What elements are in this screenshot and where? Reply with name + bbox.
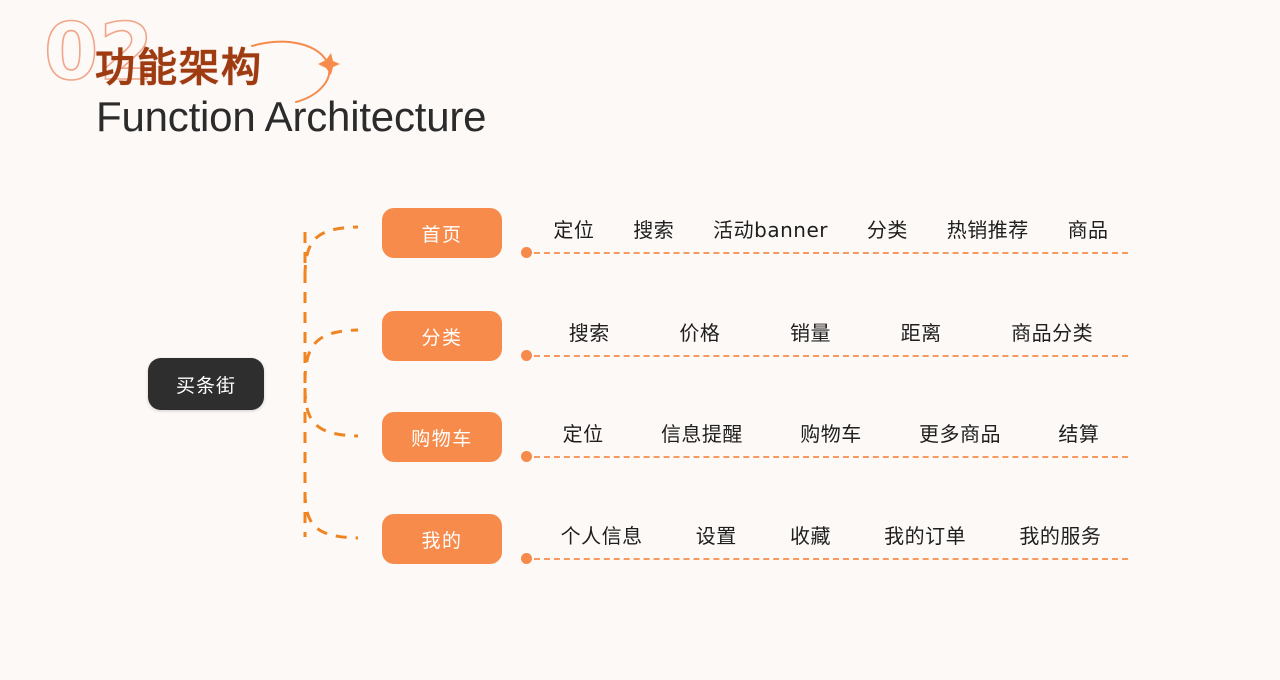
section-number: 02 xyxy=(43,8,155,98)
leaf-item[interactable]: 个人信息 xyxy=(560,523,643,548)
branch-row-1: 首页 定位 搜索 活动banner 分类 热销推荐 商品 xyxy=(0,208,1280,268)
leaf-item[interactable]: 我的服务 xyxy=(1019,523,1102,548)
slide-header: 02 功能架构 Function Architecture xyxy=(0,0,1280,160)
leaf-item[interactable]: 活动banner xyxy=(713,217,828,242)
leaf-item[interactable]: 更多商品 xyxy=(919,421,1002,446)
leaf-connector-dot xyxy=(521,553,532,564)
branch-row-4: 我的 个人信息 设置 收藏 我的订单 我的服务 xyxy=(0,514,1280,574)
leaf-item[interactable]: 设置 xyxy=(695,523,737,548)
leaf-connector-dot xyxy=(521,451,532,462)
leaf-item[interactable]: 定位 xyxy=(562,421,604,446)
leaf-list-1: 定位 搜索 活动banner 分类 热销推荐 商品 xyxy=(534,208,1128,248)
leaf-dashed-line xyxy=(534,456,1128,458)
branch-node-fenlei[interactable]: 分类 xyxy=(382,311,502,361)
leaf-item[interactable]: 价格 xyxy=(679,320,721,345)
leaf-item[interactable]: 定位 xyxy=(553,217,595,242)
leaf-list-2: 搜索 价格 销量 距离 商品分类 xyxy=(534,311,1128,351)
leaf-item[interactable]: 购物车 xyxy=(800,421,862,446)
branch-node-label: 购物车 xyxy=(411,427,473,450)
branch-node-gouwuche[interactable]: 购物车 xyxy=(382,412,502,462)
branch-node-label: 分类 xyxy=(421,326,463,349)
page-title-en: Function Architecture xyxy=(96,93,487,140)
leaf-connector-dot xyxy=(521,350,532,361)
leaf-item[interactable]: 结算 xyxy=(1058,421,1100,446)
leaf-item[interactable]: 信息提醒 xyxy=(660,421,743,446)
branch-node-shouye[interactable]: 首页 xyxy=(382,208,502,258)
branch-row-3: 购物车 定位 信息提醒 购物车 更多商品 结算 xyxy=(0,412,1280,472)
root-node-label: 买条街 xyxy=(175,374,236,397)
branch-node-wode[interactable]: 我的 xyxy=(382,514,502,564)
root-node-buytiaojie[interactable]: 买条街 xyxy=(148,358,264,410)
leaf-item[interactable]: 搜索 xyxy=(633,217,675,242)
leaf-list-4: 个人信息 设置 收藏 我的订单 我的服务 xyxy=(534,514,1128,554)
leaf-connector-dot xyxy=(521,247,532,258)
leaf-item[interactable]: 距离 xyxy=(900,320,942,345)
branch-node-label: 首页 xyxy=(421,223,463,246)
leaf-dashed-line xyxy=(534,558,1128,560)
branch-row-2: 分类 搜索 价格 销量 距离 商品分类 xyxy=(0,311,1280,371)
leaf-item[interactable]: 商品分类 xyxy=(1011,320,1094,345)
leaf-item[interactable]: 热销推荐 xyxy=(946,217,1029,242)
leaf-item[interactable]: 搜索 xyxy=(568,320,610,345)
leaf-list-3: 定位 信息提醒 购物车 更多商品 结算 xyxy=(534,412,1128,452)
page-title-cn: 功能架构 xyxy=(95,45,263,91)
leaf-dashed-line xyxy=(534,355,1128,357)
leaf-dashed-line xyxy=(534,252,1128,254)
leaf-item[interactable]: 分类 xyxy=(866,217,908,242)
leaf-item[interactable]: 商品 xyxy=(1067,217,1109,242)
leaf-item[interactable]: 销量 xyxy=(789,320,831,345)
leaf-item[interactable]: 我的订单 xyxy=(884,523,967,548)
leaf-item[interactable]: 收藏 xyxy=(789,523,831,548)
branch-node-label: 我的 xyxy=(421,529,463,552)
